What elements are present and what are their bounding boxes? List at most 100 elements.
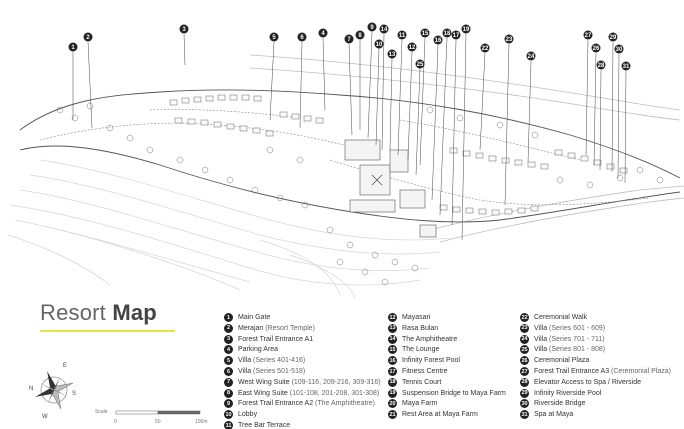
legend-label: Fitness Centre [402, 368, 448, 375]
map-marker-1[interactable]: 1 [68, 42, 78, 52]
map-marker-12[interactable]: 12 [407, 42, 417, 52]
legend-number-badge: 6 [224, 367, 233, 376]
map-marker-13[interactable]: 13 [387, 49, 397, 59]
legend-number-badge: 12 [388, 313, 397, 322]
compass-n: E [63, 363, 67, 369]
legend-number-badge: 2 [224, 323, 233, 333]
map-marker-number: 22 [482, 46, 489, 52]
map-marker-8[interactable]: 8 [355, 30, 365, 40]
legend-label-main: Forest Trail Entrance A3 [534, 368, 610, 375]
map-marker-31[interactable]: 31 [621, 61, 631, 71]
legend-item: 16 Infinity Forest Pool [388, 356, 460, 366]
map-marker-18[interactable]: 18 [442, 28, 452, 38]
legend-item: 6 Villa (Series 501-518) [224, 367, 305, 376]
marker-leader-lines [72, 31, 627, 241]
map-marker-9[interactable]: 9 [367, 22, 377, 32]
compass-s: S [72, 391, 76, 397]
map-marker-number: 16 [435, 38, 442, 44]
map-marker-7[interactable]: 7 [344, 34, 354, 44]
legend-label-main: Spa at Maya [534, 411, 574, 419]
map-marker-17[interactable]: 17 [451, 30, 461, 40]
legend-number-badge: 23 [520, 323, 529, 333]
map-marker-number: 30 [616, 47, 623, 53]
legend-label-detail: (Series 701 - 711) [547, 335, 605, 343]
main-building [344, 139, 437, 238]
map-marker-10[interactable]: 10 [374, 39, 384, 49]
map-marker-27[interactable]: 27 [583, 30, 593, 40]
legend-label-detail: (Series 501-518) [251, 368, 306, 375]
legend-number-badge: 27 [520, 367, 529, 376]
map-marker-26[interactable]: 26 [591, 43, 601, 53]
map-marker-number: 26 [593, 46, 600, 52]
legend-label-detail: (Series 601 - 609) [547, 324, 606, 332]
legend-label: Forest Trail Entrance A1 [238, 336, 313, 343]
map-marker-5[interactable]: 5 [269, 32, 279, 42]
legend-number-badge: 1 [224, 313, 233, 322]
map-marker-number: 11 [399, 33, 406, 39]
map-marker-30[interactable]: 30 [614, 44, 624, 54]
legend-label: Tree Bar Terrace [238, 422, 290, 429]
legend-label-main: Forest Trail Entrance A1 [238, 335, 314, 343]
map-marker-number: 13 [389, 52, 396, 58]
map-marker-24[interactable]: 24 [526, 51, 536, 61]
legend-number-badge: 14 [388, 334, 397, 344]
legend-number-badge: 26 [520, 356, 529, 366]
legend-label-main: The Amphitheatre [402, 335, 458, 343]
legend-number-badge: 31 [520, 410, 529, 420]
map-marker-number: 7 [347, 37, 351, 43]
map-marker-19[interactable]: 19 [461, 24, 471, 34]
compass-rose-icon: E S W N [28, 360, 80, 420]
map-marker-29[interactable]: 29 [608, 32, 618, 42]
legend-label-main: Merajan [238, 324, 264, 332]
map-marker-6[interactable]: 6 [297, 32, 307, 42]
legend-label: Suspension Bridge to Maya Farm [402, 390, 506, 397]
map-marker-number: 23 [506, 37, 513, 43]
map-marker-22[interactable]: 22 [480, 43, 490, 53]
map-marker-11[interactable]: 11 [397, 30, 407, 40]
legend-label-detail: (Ceremonial Plaza) [609, 368, 671, 375]
map-marker-25[interactable]: 25 [415, 59, 425, 69]
map-marker-4[interactable]: 4 [318, 28, 328, 38]
map-marker-14[interactable]: 14 [379, 24, 389, 34]
legend-label-main: Fitness Centre [402, 368, 448, 375]
legend-label-main: Infinity Riverside Pool [534, 389, 602, 397]
legend-number-badge: 11 [224, 421, 233, 429]
legend-label: The Amphitheatre [402, 336, 457, 343]
legend-number-badge: 19 [388, 388, 397, 398]
map-marker-3[interactable]: 3 [179, 24, 189, 34]
legend-number-badge: 15 [388, 345, 397, 355]
legend-label: Villa (Series 501-518) [238, 368, 305, 375]
legend-label: Infinity Forest Pool [402, 357, 460, 364]
legend-label-main: Tennis Court [402, 378, 442, 386]
legend-number-badge: 16 [388, 356, 397, 366]
map-marker-16[interactable]: 16 [433, 35, 443, 45]
legend-label-main: Villa [238, 357, 252, 365]
legend-label-detail: (Series 801 - 808) [547, 346, 606, 354]
legend-label: Merajan (Resort Temple) [238, 325, 315, 332]
map-marker-23[interactable]: 23 [504, 34, 514, 44]
legend-label: Lobby [238, 411, 257, 418]
map-marker-15[interactable]: 15 [420, 28, 430, 38]
legend-label: Forest Trail Entrance A3 (Ceremonial Pla… [534, 368, 671, 375]
scale-tick-0: 0 [114, 419, 117, 425]
legend-number-badge: 7 [224, 377, 233, 387]
legend-label-main: Villa [534, 335, 548, 343]
legend-label-main: Villa [238, 368, 252, 375]
map-marker-number: 19 [463, 27, 470, 33]
map-marker-2[interactable]: 2 [83, 32, 93, 42]
legend-label-main: Ceremonial Walk [534, 314, 588, 321]
legend-label-main: The Lounge [402, 346, 440, 354]
legend-number-badge: 20 [388, 399, 397, 409]
map-marker-number: 2 [86, 35, 90, 41]
legend-item: 11 Tree Bar Terrace [224, 421, 290, 429]
legend-label: Main Gate [238, 314, 270, 321]
scale-label: Scale [95, 409, 108, 415]
map-marker-number: 8 [358, 33, 362, 39]
map-marker-28[interactable]: 28 [596, 60, 606, 70]
